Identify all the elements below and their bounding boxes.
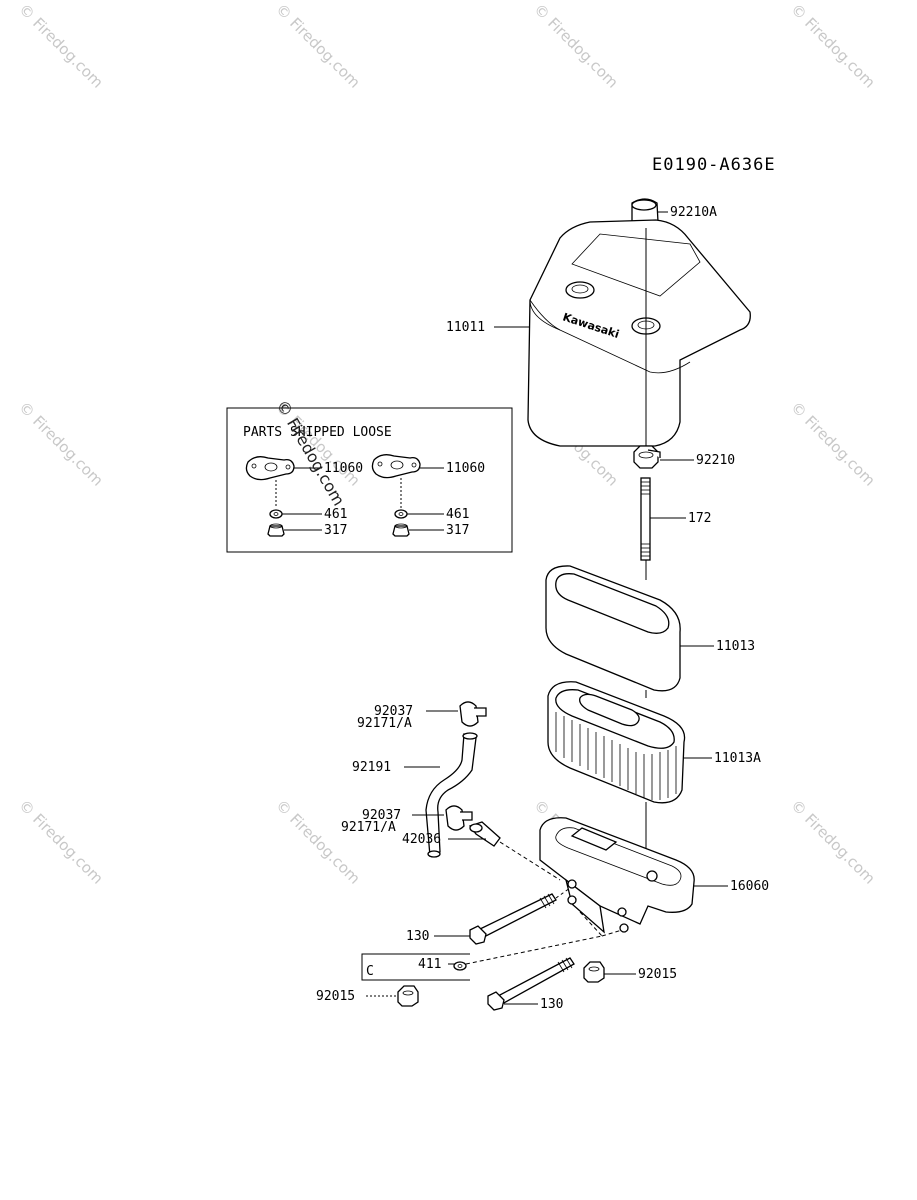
label-92037-upper: 92037 [374,704,413,719]
label-92171a-lower: 92171/A [341,820,396,835]
diagram-code: E0190-A636E [652,155,776,175]
loose-box-title: PARTS SHIPPED LOOSE [243,425,392,440]
bolt-130-upper[interactable] [469,893,557,945]
nut-317-left[interactable] [267,523,285,537]
label-92171a-upper: 92171/A [357,716,412,731]
gasket-11060-left[interactable] [245,456,295,481]
label-411: 411 [418,957,441,972]
watermark: © Firedog.com [15,0,107,92]
watermark: © Firedog.com [272,796,364,888]
washer-461-right[interactable] [394,509,408,519]
label-461-left: 461 [324,507,347,522]
watermark: © Firedog.com [15,398,107,490]
label-42036: 42036 [402,832,441,847]
label-11011: 11011 [446,320,485,335]
c-bracket [361,953,470,981]
label-130-upper: 130 [406,929,429,944]
label-11060-left: 11060 [324,461,363,476]
label-172: 172 [688,511,711,526]
gasket-11060-right[interactable] [371,454,421,479]
watermark: © Firedog.com [272,0,364,92]
label-16060: 16060 [730,879,769,894]
label-317-left: 317 [324,523,347,538]
label-130-lower: 130 [540,997,563,1012]
label-92037-lower: 92037 [362,808,401,823]
air-cleaner-base-16060[interactable] [539,817,695,934]
parts-shipped-loose-box: PARTS SHIPPED LOOSE 11060 461 317 [226,407,513,553]
watermark: © Firedog.com [787,796,879,888]
nut-92015-left[interactable] [397,985,419,1007]
label-92015-left: 92015 [316,989,355,1004]
clamp-92037-lower[interactable] [445,805,473,831]
cover-11011[interactable]: Kawasaki [527,219,751,447]
label-317-right: 317 [446,523,469,538]
air-filter-element-11013a[interactable] [547,681,686,804]
bolt-130-lower[interactable] [487,957,575,1011]
stud-172[interactable] [640,477,651,561]
clamp-92037-upper[interactable] [459,701,487,727]
nut-317-right[interactable] [392,523,410,537]
label-461-right: 461 [446,507,469,522]
fitting-42036[interactable] [468,821,501,847]
watermark: © Firedog.com [530,0,622,92]
breather-hose-92191[interactable] [425,732,478,858]
washer-461-left[interactable] [269,509,283,519]
label-c: C [366,964,374,979]
nut-92015-right[interactable] [583,961,605,983]
label-92191: 92191 [352,760,391,775]
label-92210a: 92210A [670,205,717,220]
watermark: © Firedog.com [787,0,879,92]
watermark: © Firedog.com [15,796,107,888]
label-92210: 92210 [696,453,735,468]
label-92015-right: 92015 [638,967,677,982]
nut-92210[interactable] [633,445,661,469]
watermark: © Firedog.com [787,398,879,490]
label-11013: 11013 [716,639,755,654]
pre-cleaner-11013[interactable] [545,565,681,692]
pleats [555,712,677,800]
label-11060-right: 11060 [446,461,485,476]
label-11013a: 11013A [714,751,761,766]
washer-411[interactable] [453,961,467,971]
